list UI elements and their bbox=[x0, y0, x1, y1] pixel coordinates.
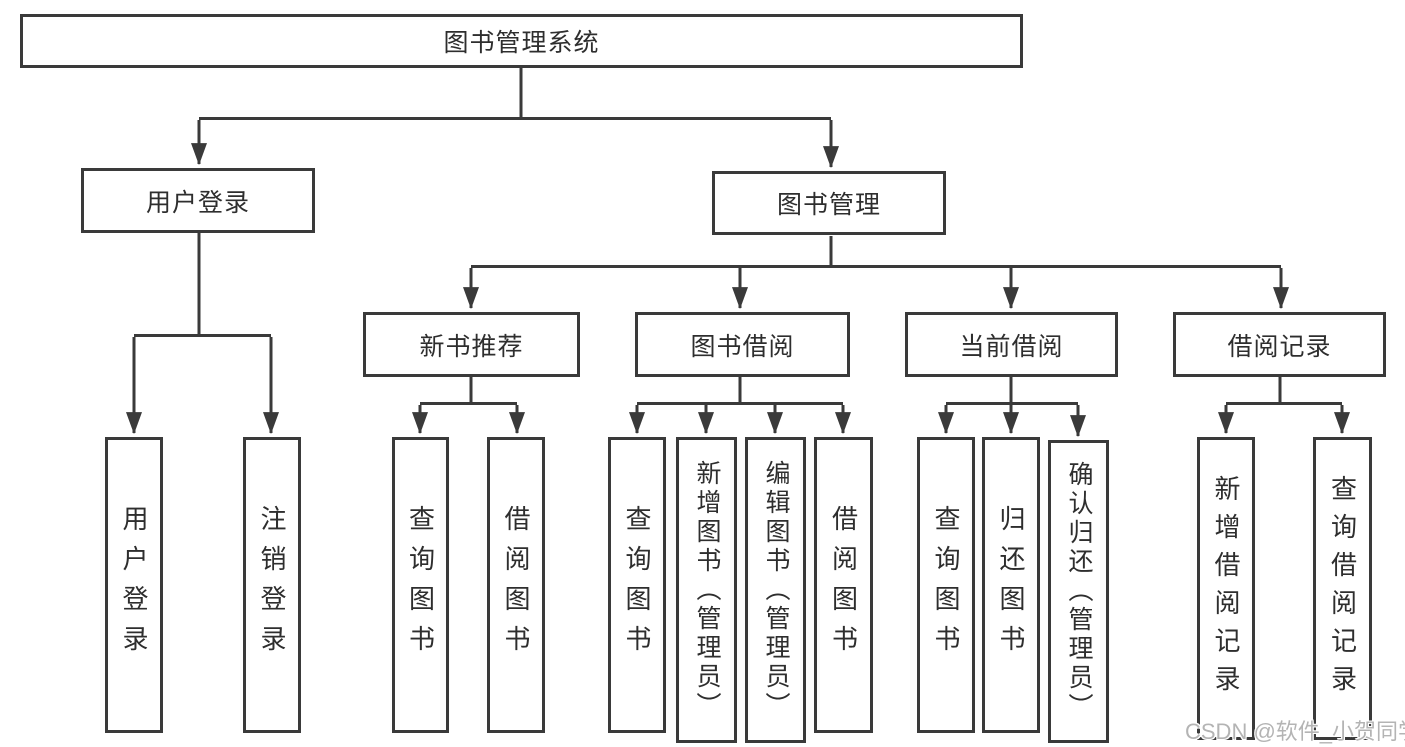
leaf-records-add-record: 新增借阅记录 bbox=[1197, 437, 1255, 740]
leaf-records-query-record: 查询借阅记录 bbox=[1313, 437, 1372, 740]
node-root-system: 图书管理系统 bbox=[20, 14, 1023, 68]
leaf-current-confirm-return-admin: 确认归还（管理员） bbox=[1048, 440, 1109, 743]
node-book-management: 图书管理 bbox=[712, 171, 946, 235]
node-book-borrowing: 图书借阅 bbox=[635, 312, 850, 377]
leaf-newbook-query-books: 查询图书 bbox=[392, 437, 449, 733]
leaf-borrowing-edit-books-admin: 编辑图书（管理员） bbox=[745, 437, 806, 743]
node-current-borrowing: 当前借阅 bbox=[905, 312, 1118, 377]
leaf-current-return-books: 归还图书 bbox=[982, 437, 1040, 733]
leaf-user-login: 用户登录 bbox=[105, 437, 163, 733]
leaf-borrowing-add-books-admin: 新增图书（管理员） bbox=[676, 437, 737, 743]
leaf-current-query-books: 查询图书 bbox=[917, 437, 975, 733]
node-borrowing-records: 借阅记录 bbox=[1173, 312, 1386, 377]
leaf-borrowing-borrow-books: 借阅图书 bbox=[814, 437, 873, 733]
leaf-newbook-borrow-books: 借阅图书 bbox=[487, 437, 545, 733]
csdn-watermark: CSDN @软件_小贺同学 bbox=[1185, 719, 1405, 744]
node-user-login: 用户登录 bbox=[81, 168, 315, 233]
node-new-book-recommend: 新书推荐 bbox=[363, 312, 580, 377]
leaf-logout: 注销登录 bbox=[243, 437, 301, 733]
leaf-borrowing-query-books: 查询图书 bbox=[608, 437, 666, 733]
